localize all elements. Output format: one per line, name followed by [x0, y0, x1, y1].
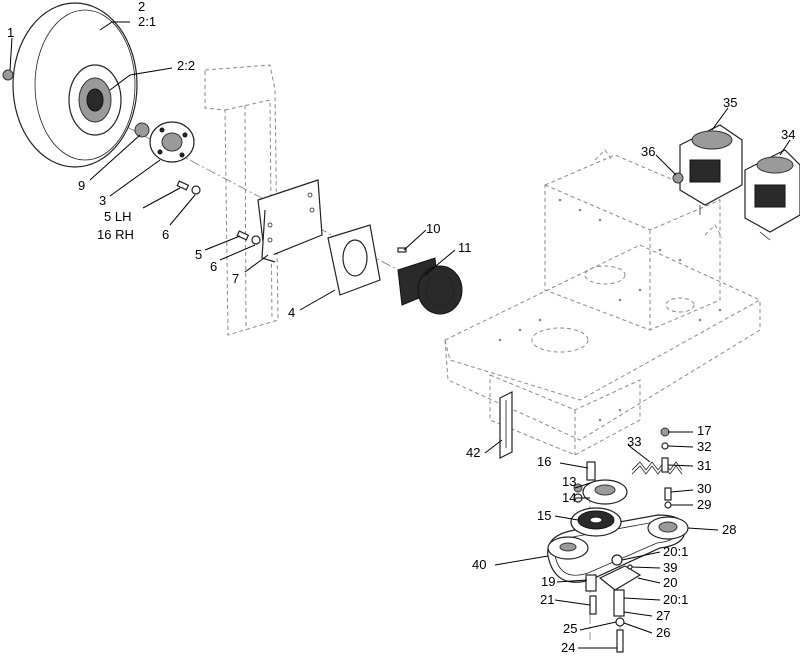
- spring-hardware: [660, 427, 672, 509]
- pump-nut: [672, 172, 684, 184]
- callout-24: 24: [561, 640, 575, 655]
- callout-20-1b: 20:1: [663, 592, 688, 607]
- callout-4: 4: [288, 305, 295, 320]
- adapter-plate: [327, 224, 381, 296]
- callout-9: 9: [78, 178, 85, 193]
- callout-25: 25: [563, 621, 577, 636]
- frame-phantom: [204, 64, 762, 456]
- callout-16: 16: [537, 454, 551, 469]
- callout-10: 10: [426, 221, 440, 236]
- callout-30: 30: [697, 481, 711, 496]
- callout-17: 17: [697, 423, 711, 438]
- bolts-washers: [176, 180, 261, 245]
- callout-32: 32: [697, 439, 711, 454]
- callout-14: 14: [562, 490, 576, 505]
- callout-33: 33: [627, 434, 641, 449]
- callout-2-2: 2:2: [177, 58, 195, 73]
- callout-31: 31: [697, 458, 711, 473]
- idler-spring: [631, 461, 683, 475]
- engine-pulley: [547, 536, 589, 560]
- hub-nut: [134, 122, 150, 138]
- callout-27: 27: [656, 608, 670, 623]
- callout-1: 1: [7, 25, 14, 40]
- hydraulic-pump-35: [679, 124, 743, 215]
- callout-6b: 6: [210, 259, 217, 274]
- wheel-tire: [12, 2, 138, 168]
- callout-40: 40: [472, 557, 486, 572]
- callout-2: 2: [138, 0, 145, 14]
- callout-19: 19: [541, 574, 555, 589]
- motor-bracket: [257, 179, 323, 263]
- callout-2-1: 2:1: [138, 14, 156, 29]
- callout-35: 35: [723, 95, 737, 110]
- callout-13: 13: [562, 474, 576, 489]
- callout-39: 39: [663, 560, 677, 575]
- callout-28: 28: [722, 522, 736, 537]
- key-fitting: [397, 247, 407, 253]
- leader-lines: [9, 21, 791, 649]
- callout-42: 42: [466, 445, 480, 460]
- callout-6a: 6: [162, 227, 169, 242]
- callout-15: 15: [537, 508, 551, 523]
- idler-pulley-top: [582, 461, 628, 505]
- callout-7: 7: [232, 271, 239, 286]
- drive-pulley-15: [570, 507, 622, 537]
- bracket-42: [499, 391, 513, 459]
- callout-labels: 1 2 2:1 2:2 9 3 5 LH 16 RH 6 5 6 7 4 10 …: [7, 0, 795, 655]
- callout-26: 26: [656, 625, 670, 640]
- callout-3: 3: [99, 193, 106, 208]
- callout-29: 29: [697, 497, 711, 512]
- callout-11: 11: [458, 240, 472, 255]
- hydraulic-pump-34: [744, 149, 800, 241]
- lug-nut: [2, 69, 14, 81]
- callout-20: 20: [663, 575, 677, 590]
- callout-5: 5: [195, 247, 202, 262]
- callout-34: 34: [781, 127, 795, 142]
- callout-36: 36: [641, 144, 655, 159]
- wheel-motor: [397, 257, 463, 315]
- callout-21: 21: [540, 592, 554, 607]
- callout-5lh: 5 LH: [104, 209, 131, 224]
- callout-16rh: 16 RH: [97, 227, 134, 242]
- wheel-hub: [149, 121, 195, 163]
- pump-pulley-28: [647, 516, 689, 540]
- callout-20-1a: 20:1: [663, 544, 688, 559]
